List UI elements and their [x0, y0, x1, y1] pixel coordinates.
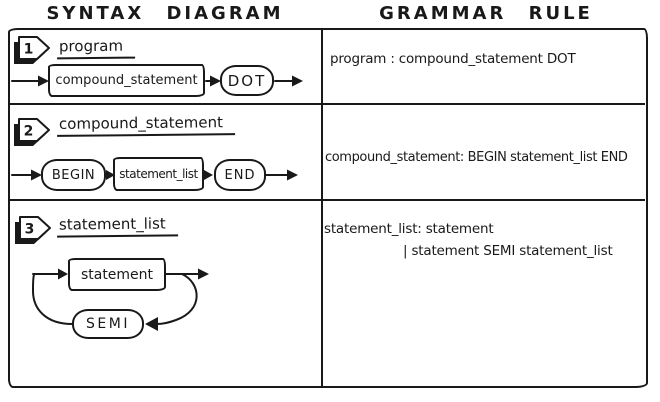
r1-exit-arrowhead-icon — [292, 75, 303, 87]
column-divider — [321, 28, 323, 386]
r3-loop-left-curve — [31, 274, 73, 325]
r2-entry-arrowhead-icon — [31, 169, 42, 181]
row3-number-badge: 3 — [15, 216, 51, 244]
row2-title: compound_statement — [56, 113, 236, 137]
column-header-grammar-rule: GRAMMAR RULE — [379, 3, 593, 24]
grammar-rule-statement-list-line2: | statement SEMI statement_list — [403, 243, 613, 259]
node-dot: DOT — [220, 65, 274, 96]
r1-mid-arrowhead-icon — [210, 75, 221, 87]
row1-number: 1 — [24, 42, 34, 58]
r2-exit-arrowhead-icon — [287, 169, 298, 181]
grammar-rule-compound-statement: compound_statement: BEGIN statement_list… — [325, 150, 628, 165]
r3-loop-right-curve — [156, 273, 198, 325]
r3-exit-arrowhead-icon — [198, 268, 209, 280]
row3-title: statement_list — [56, 214, 178, 238]
node-compound-statement: compound_statement — [48, 64, 205, 97]
row3-number: 3 — [25, 222, 35, 238]
grammar-rule-program: program : compound_statement DOT — [330, 51, 576, 67]
node-statement-list: statement_list — [113, 157, 204, 191]
badge-tag-icon — [18, 118, 50, 142]
badge-tag-icon — [19, 216, 51, 240]
r2-mid-arrowhead1-icon — [106, 170, 115, 180]
r3-loop-arrowhead-icon — [145, 317, 158, 331]
column-header-syntax-diagram: SYNTAX DIAGRAM — [46, 3, 284, 24]
row1-title: program — [56, 36, 136, 60]
grammar-rule-statement-list-line1: statement_list: statement — [324, 221, 494, 237]
row-divider-1 — [9, 103, 645, 105]
node-end: END — [214, 159, 266, 191]
r1-entry-arrowhead-icon — [38, 75, 49, 87]
badge-tag-icon — [18, 36, 50, 60]
table-outline — [8, 28, 648, 388]
r3-entry-arrowhead-icon — [58, 268, 68, 280]
node-statement: statement — [68, 258, 166, 291]
r2-mid-arrowhead2-icon — [204, 170, 213, 180]
node-begin: BEGIN — [41, 159, 106, 191]
row2-number: 2 — [24, 124, 34, 140]
row-divider-2 — [9, 199, 645, 201]
row1-number-badge: 1 — [14, 36, 50, 64]
row2-number-badge: 2 — [14, 118, 50, 146]
node-semi: SEMI — [72, 309, 144, 339]
